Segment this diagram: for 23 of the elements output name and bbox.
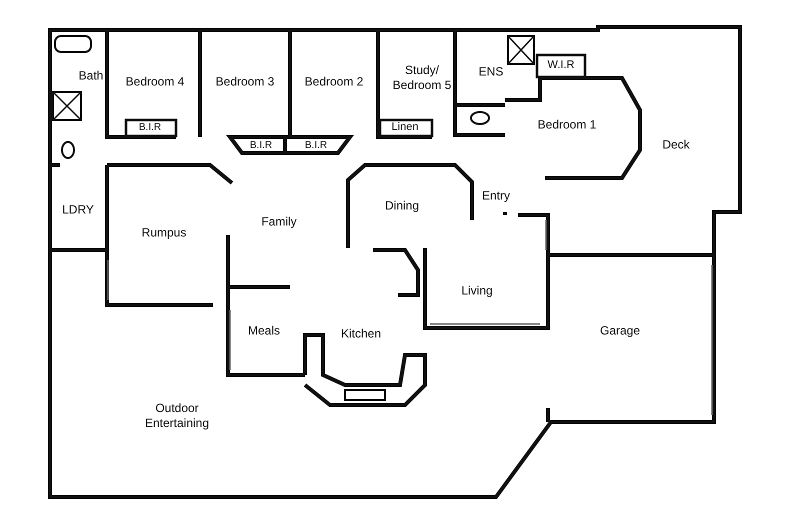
room-label: Deck [662, 138, 690, 152]
room-label: Study/ Bedroom 5 [392, 63, 452, 93]
room-label: Bath [78, 68, 104, 84]
room-label: B.I.R [250, 140, 272, 152]
room-label: Dining [384, 198, 420, 214]
room-label: Outdoor Entertaining [144, 401, 210, 431]
room-label: Bedroom 3 [216, 74, 274, 90]
room-label: Bedroom 4 [126, 74, 184, 90]
room-label: Kitchen [340, 326, 382, 342]
room-label: LDRY [62, 202, 94, 218]
room-label: Garage [600, 324, 640, 338]
room-label: W.I.R [548, 59, 574, 73]
room-label: Family [261, 214, 297, 230]
room-label: B.I.R [304, 140, 328, 152]
room-label: Linen [392, 121, 418, 135]
room-label: Bedroom 1 [538, 118, 596, 132]
room-label: B.I.R [138, 122, 162, 134]
room-label: ENS [478, 64, 504, 80]
room-label: Bedroom 2 [304, 74, 364, 90]
room-label: Entry [482, 188, 510, 204]
room-label: Rumpus [142, 226, 186, 240]
room-label: Living [461, 284, 493, 298]
room-label: Meals [248, 324, 280, 338]
